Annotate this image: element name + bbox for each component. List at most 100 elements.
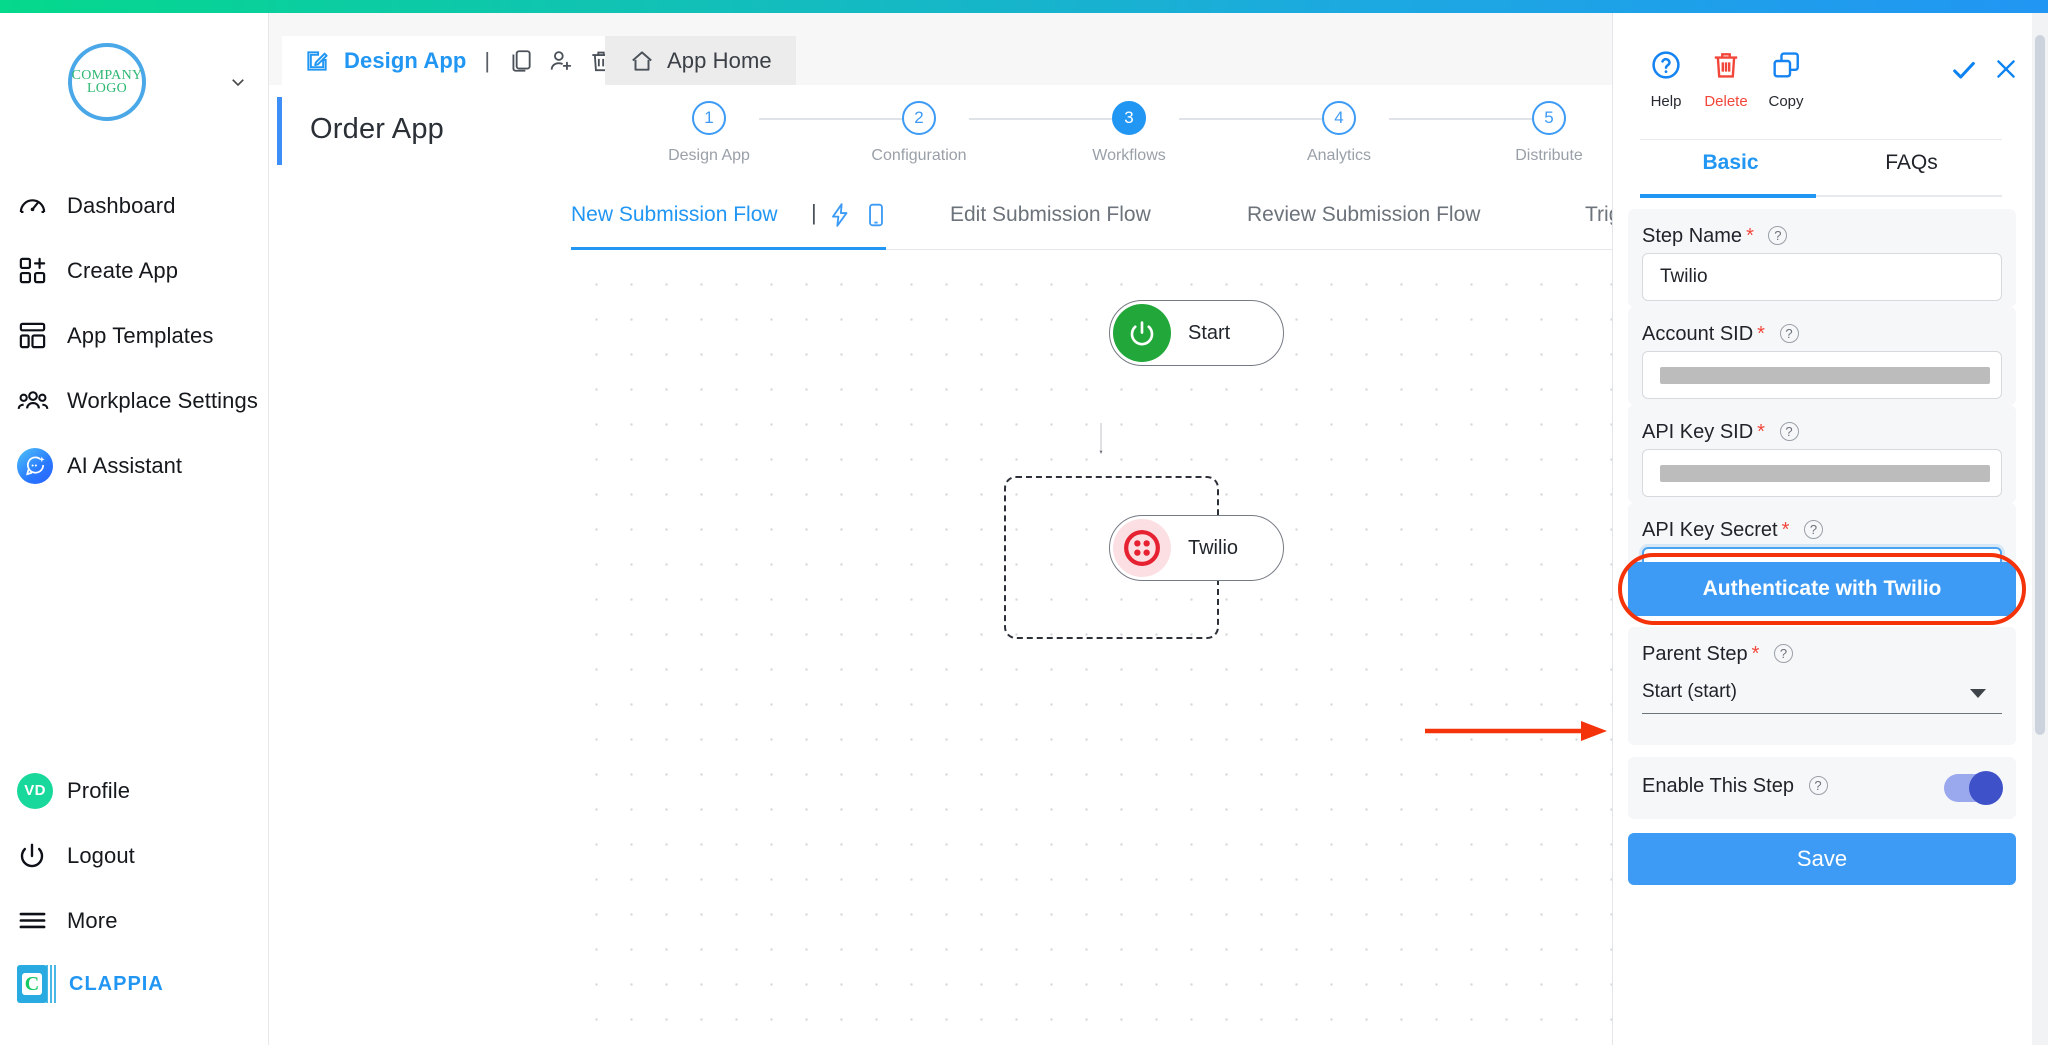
title-accent-bar [277,97,282,165]
power-icon [17,840,57,872]
help-label: Help [1650,93,1682,110]
step-workflows[interactable]: 3 Workflows [1069,101,1189,165]
step-design-app[interactable]: 1 Design App [649,101,769,165]
tab-new-submission-flow[interactable]: New Submission Flow [571,203,778,226]
step-label: Workflows [1092,147,1166,164]
required-asterisk: * [1757,421,1765,443]
sidebar-item-dashboard[interactable]: Dashboard [0,173,269,238]
sidebar-item-create-app[interactable]: Create App [0,238,269,303]
mobile-preview-icon[interactable] [863,202,889,228]
page-scrollbar[interactable] [2032,13,2048,1045]
sidebar-item-label: Create App [67,257,179,283]
speedometer-icon [17,190,57,222]
sidebar-item-logout[interactable]: Logout [0,823,269,888]
hamburger-icon [17,905,57,937]
step-number: 4 [1322,101,1356,135]
parent-step-select-value[interactable]: Start (start) [1642,681,1738,702]
step-label: Analytics [1306,147,1372,164]
chevron-down-icon[interactable] [229,73,247,91]
step-name-input[interactable]: Twilio [1642,253,2002,301]
help-tooltip-icon[interactable]: ? [1768,226,1788,245]
step-number: 5 [1532,101,1566,135]
field-step-name: Step Name* ? Twilio [1628,209,2016,307]
copy-label: Copy [1768,93,1804,110]
chevron-down-icon[interactable] [1970,689,1986,698]
panel-body: Step Name* ? Twilio Account SID* ? API K… [1613,209,2029,1045]
design-app-label[interactable]: Design App [344,47,467,73]
panel-tabs: Basic FAQs [1640,151,2002,199]
add-user-icon[interactable] [548,48,574,74]
step-connector [1179,118,1334,120]
app-toolbar: Design App | [269,13,1862,85]
people-group-icon [17,385,57,417]
lightning-bolt-icon[interactable] [827,202,853,228]
copy-icon [1770,52,1802,85]
duplicate-icon[interactable] [508,48,534,74]
help-tooltip-icon[interactable]: ? [1779,324,1799,343]
tab-faqs[interactable]: FAQs [1885,151,1938,174]
required-asterisk: * [1751,643,1760,665]
design-app-group: Design App | [282,36,637,85]
required-asterisk: * [1781,519,1790,541]
grid-plus-icon [17,255,57,287]
top-gradient-bar [0,0,2048,13]
api-key-sid-input[interactable] [1642,449,2002,497]
delete-button[interactable]: Delete [1695,49,1757,110]
tab-basic[interactable]: Basic [1702,151,1759,174]
save-button[interactable]: Save [1628,833,2016,885]
redacted-value [1660,366,1990,384]
step-number: 2 [902,101,936,135]
step-analytics[interactable]: 4 Analytics [1279,101,1399,165]
field-label: Account SID* ? [1642,323,1799,346]
sidebar-item-label: AI Assistant [67,452,182,478]
step-label: Design App [668,147,750,164]
panel-tabs-baseline [1640,195,2002,197]
app-home-group[interactable]: App Home [605,36,796,85]
required-asterisk: * [1746,225,1754,247]
twilio-icon [1113,519,1171,577]
annotation-arrow [1425,721,1607,741]
clappia-wordmark: CLAPPIA [69,972,164,995]
flow-node-twilio[interactable]: Twilio [1109,515,1284,581]
tabs-baseline [571,249,1833,250]
copy-button[interactable]: Copy [1755,49,1817,110]
help-tooltip-icon[interactable]: ? [1803,520,1823,539]
enable-step-toggle[interactable] [1944,771,2003,805]
tab-review-submission-flow[interactable]: Review Submission Flow [1247,203,1481,226]
tab-divider: | [811,200,817,225]
avatar-initials: VD [17,772,53,809]
sidebar-item-label: More [67,907,118,933]
panel-active-tab-indicator [1640,194,1816,198]
close-icon[interactable] [1993,56,2019,82]
edit-square-icon[interactable] [304,48,330,74]
authenticate-with-twilio-button[interactable]: Authenticate with Twilio [1628,562,2016,616]
wizard-stepper: 1 Design App 2 Configuration 3 Workflows… [649,101,1589,181]
tab-edit-submission-flow[interactable]: Edit Submission Flow [950,203,1151,226]
sidebar-item-app-templates[interactable]: App Templates [0,303,269,368]
select-underline [1642,713,2002,714]
home-icon [629,48,655,74]
account-sid-input[interactable] [1642,351,2002,399]
sidebar-bottom-nav: VD Profile Logout More [0,758,269,1015]
clappia-brand[interactable]: C CLAPPIA [0,953,269,1015]
step-distribute[interactable]: 5 Distribute [1489,101,1609,165]
workspace-logo-row[interactable]: COMPANY LOGO [0,29,269,129]
sidebar-item-workplace-settings[interactable]: Workplace Settings [0,368,269,433]
help-button[interactable]: Help [1635,49,1697,110]
help-tooltip-icon[interactable]: ? [1779,422,1799,441]
logo-line-2: LOGO [86,80,128,96]
check-icon[interactable] [1950,56,1978,84]
power-icon [1113,304,1171,362]
toolbar-divider: | [484,47,491,73]
step-configuration[interactable]: 2 Configuration [859,101,979,165]
sidebar-item-more[interactable]: More [0,888,269,953]
help-tooltip-icon[interactable]: ? [1773,644,1793,663]
sidebar-item-profile[interactable]: VD Profile [0,758,269,823]
scrollbar-thumb[interactable] [2035,35,2045,735]
help-tooltip-icon[interactable]: ? [1808,776,1828,795]
step-connector [759,118,914,120]
sidebar-item-ai-assistant[interactable]: AI Assistant [0,433,269,498]
clappia-logo-icon: C [17,965,56,1003]
flow-node-start[interactable]: Start [1109,300,1284,366]
flow-edge-start-to-twilio [1099,423,1103,454]
